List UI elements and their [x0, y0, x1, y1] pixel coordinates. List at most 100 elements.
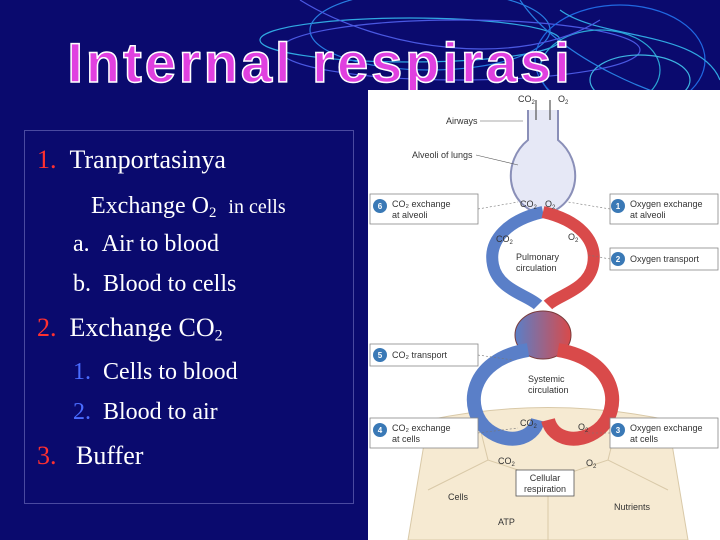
swirl-9: [299, 0, 601, 50]
exchange-o2-prefix: Exchange O: [91, 193, 209, 219]
label-nutrients: Nutrients: [614, 502, 651, 512]
label-pulmonary-2: circulation: [516, 263, 557, 273]
list-text: Tranportasinya: [69, 145, 226, 174]
step-number-circle: [611, 252, 625, 266]
pulmonary-vein-blue: [486, 206, 545, 310]
cellular-respiration-box: [515, 469, 575, 497]
label-co2-top: CO2: [518, 94, 536, 106]
step-box: [369, 193, 479, 225]
list-text: Exchange CO: [69, 313, 215, 342]
step-line-2: at alveoli: [392, 210, 428, 220]
step-line-2: at alveoli: [630, 210, 666, 220]
list-number: 2.: [73, 399, 91, 425]
list-number: 3.: [37, 441, 57, 470]
swirl-2: [309, 0, 551, 71]
label-cell-co2: CO2: [498, 456, 516, 468]
step-4: 4 CO₂ exchange at cells: [369, 417, 479, 449]
label-sys-co2: CO2: [520, 418, 538, 430]
exchange-o2-line: Exchange O2 in cells: [91, 193, 286, 222]
step-line-1: Oxygen exchange: [630, 199, 703, 209]
content-box: 1. Tranportasinya Exchange O2 in cells a…: [24, 130, 354, 504]
label-o2-top: O2: [558, 94, 569, 106]
list-text: Blood to cells: [103, 271, 237, 297]
step-number: 2: [616, 255, 621, 264]
exchange-o2-subscript: 2: [208, 205, 217, 222]
step-number: 4: [378, 426, 383, 435]
list-item-2-2: 2. Blood to air: [73, 399, 218, 426]
list-letter: a.: [73, 231, 90, 257]
step-number: 1: [616, 202, 621, 211]
pulmonary-artery-red: [541, 206, 600, 310]
list-text: Cells to blood: [103, 359, 238, 385]
step-line-1: CO₂ exchange: [392, 423, 451, 433]
step-5: 5 CO₂ transport: [369, 343, 479, 367]
list-item-b: b. Blood to cells: [73, 271, 236, 298]
systemic-vein-blue: [466, 343, 545, 446]
label-pulmonary-1: Pulmonary: [516, 252, 560, 262]
list-letter: b.: [73, 271, 91, 297]
step-number-circle: [373, 348, 387, 362]
list-number: 2.: [37, 313, 57, 342]
list-item-2: 2. Exchange CO2: [37, 313, 223, 346]
list-item-1: 1. Tranportasinya: [37, 145, 226, 175]
step-number-circle: [373, 423, 387, 437]
label-pulm-co2: CO2: [496, 234, 514, 246]
step-number-circle: [611, 423, 625, 437]
step-box: [609, 193, 719, 225]
heart-shape: [514, 310, 572, 360]
list-number: 1.: [73, 359, 91, 385]
step-line-1: Oxygen transport: [630, 254, 700, 264]
step-1: 1 Oxygen exchange at alveoli: [609, 193, 719, 225]
step-number-circle: [373, 199, 387, 213]
label-alveoli: Alveoli of lungs: [412, 150, 473, 160]
list-text: Buffer: [76, 441, 144, 470]
exchange-o2-suffix: in cells: [228, 196, 286, 218]
label-systemic-2: circulation: [528, 385, 569, 395]
swirl-7: [559, 9, 720, 81]
step-line-2: at cells: [630, 434, 659, 444]
label-cells: Cells: [448, 492, 469, 502]
list-text: Air to blood: [101, 231, 219, 257]
alveolus: [509, 100, 577, 217]
diagram-svg: CO2 O2 Airways Alveoli of lungs CO2 O2 C…: [369, 94, 719, 540]
systemic-loop: [466, 343, 620, 446]
label-cell-o2: O2: [586, 458, 597, 470]
label-airways: Airways: [446, 116, 478, 126]
step-number-circle: [611, 199, 625, 213]
swirl-3: [279, 19, 641, 81]
slide-title: Internal respirasi: [67, 30, 572, 95]
alveoli-pointer: [475, 154, 519, 166]
list-item-2-1: 1. Cells to blood: [73, 359, 238, 386]
step-number: 3: [616, 426, 621, 435]
label-cellular-2: respiration: [524, 484, 566, 494]
step-line-1: CO₂ exchange: [392, 199, 451, 209]
title-text: Internal respirasi: [67, 31, 572, 94]
airway-arrows: [535, 100, 551, 120]
step-2: 2 Oxygen transport: [609, 247, 719, 271]
step-line-1: Oxygen exchange: [630, 423, 703, 433]
label-alveoli-co2: CO2: [520, 199, 538, 211]
step-line-1: CO₂ transport: [392, 350, 448, 360]
step-box: [609, 417, 719, 449]
step-number: 6: [378, 202, 383, 211]
label-atp: ATP: [498, 517, 515, 527]
list-subscript: 2: [214, 327, 223, 345]
step-6: 6 CO₂ exchange at alveoli: [369, 193, 479, 225]
label-pulm-o2: O2: [568, 232, 579, 244]
label-alveoli-o2: O2: [545, 199, 556, 211]
step-line-2: at cells: [392, 434, 421, 444]
list-item-a: a. Air to blood: [73, 231, 219, 258]
respiration-diagram: CO2 O2 Airways Alveoli of lungs CO2 O2 C…: [368, 90, 720, 540]
step-3: 3 Oxygen exchange at cells: [609, 417, 719, 449]
list-number: 1.: [37, 145, 57, 174]
step-number: 5: [378, 351, 383, 360]
connectors: [477, 201, 611, 434]
step-box: [369, 417, 479, 449]
pulmonary-loop: [486, 206, 600, 310]
list-text: Blood to air: [103, 399, 218, 425]
label-sys-o2: O2: [578, 422, 589, 434]
systemic-artery-red: [541, 343, 620, 446]
label-systemic-1: Systemic: [528, 374, 565, 384]
label-cellular-1: Cellular: [530, 473, 561, 483]
